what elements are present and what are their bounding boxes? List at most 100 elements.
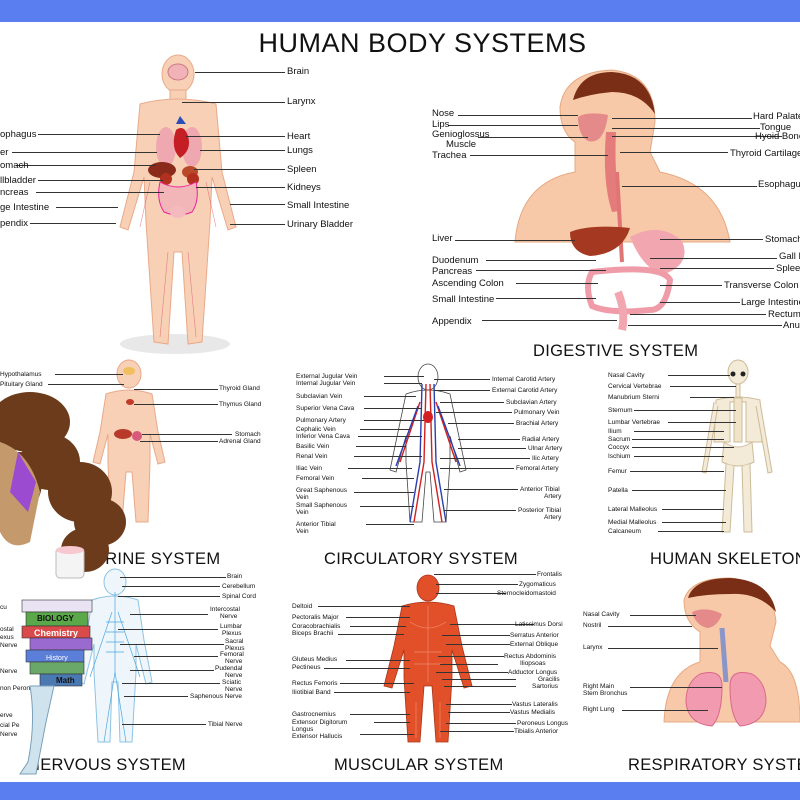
dig-label-trachea: Trachea [432, 150, 467, 161]
organ-label-small-intestine: Small Intestine [287, 200, 350, 211]
nerv-label-pudendal-2: Nerve [225, 672, 243, 679]
circ-label-renal: Renal Vein [296, 453, 328, 460]
dig-label-nose: Nose [432, 108, 455, 119]
musc-label-pectineus: Pectineus [292, 664, 321, 671]
organ-label-esophagus: ophagus [0, 129, 37, 140]
organ-label-lungs: Lungs [287, 145, 313, 156]
circ-label-great-saphenous: Great Saphenous [296, 487, 347, 494]
circ-label-inf-vena-cava: Inferior Vena Cava [296, 433, 350, 440]
organ-label-kidneys: Kidneys [287, 182, 321, 193]
skel-label-sternum: Sternum [608, 407, 633, 414]
musc-label-iliotibial: Iliotibial Band [292, 689, 331, 696]
skel-label-nasal-cavity: Nasal Cavity [608, 372, 645, 379]
musc-label-tibialis: Tibialis Anterior [514, 728, 559, 735]
resp-label-nostril: Nostril [583, 622, 602, 629]
circ-label-post-tibial-artery: Posterior Tibial [518, 507, 561, 514]
circ-label-ulnar: Ulnar Artery [528, 445, 563, 452]
musc-label-gracilis: Gracilis [538, 676, 560, 683]
dig-label-lips: Lips [432, 119, 450, 130]
circ-label-pulmonary-vein: Pulmonary Vein [514, 409, 560, 416]
musc-label-vastus-lat: Vastus Lateralis [512, 701, 558, 708]
nerv-label-sciatic-2: Nerve [225, 686, 243, 693]
nerv-label-left-0: cu [0, 604, 7, 611]
circ-label-ant-tibial-vein-2: Vein [296, 528, 309, 535]
circ-label-int-carotid: Internal Carotid Artery [492, 376, 556, 383]
nerv-label-intercostal: Intercostal [210, 606, 240, 613]
endocrine-title: CRINE SYSTEM [93, 550, 221, 568]
nerv-label-pudendal: Pudendal [215, 665, 243, 672]
nerv-label-lumbar: Lumbar [220, 623, 243, 630]
muscular-title: MUSCULAR SYSTEM [334, 756, 504, 774]
circ-label-cephalic: Cephalic Vein [296, 426, 336, 433]
organ-label-gallbladder: llbladder [0, 175, 36, 186]
dig-label-anus: Anus [783, 320, 800, 331]
musc-label-gluteus: Gluteus Medius [292, 656, 338, 663]
musc-label-gastrocnemius: Gastrocnemius [292, 711, 336, 718]
circ-label-ant-tibial-vein: Anterior Tibial [296, 521, 336, 528]
nerv-label-left-3: Nerve [0, 642, 18, 649]
resp-label-larynx: Larynx [583, 644, 603, 651]
dig-label-pancreas: Pancreas [432, 266, 473, 277]
skel-label-lateral-malleolus: Lateral Malleolus [608, 506, 658, 513]
nerv-label-sciatic: Sciatic [222, 679, 242, 686]
book-title-chemistry: Chemistry [34, 628, 79, 638]
dig-label-tongue: Tongue [760, 122, 792, 133]
nerv-label-left-6: erve [0, 712, 13, 719]
resp-label-right-lung: Right Lung [583, 706, 615, 713]
musc-label-ext-digitorum-2: Longus [292, 726, 314, 733]
nerv-label-cerebellum: Cerebellum [222, 583, 256, 590]
skel-label-calcaneum: Calcaneum [608, 528, 641, 535]
circ-label-pulmonary-artery: Pulmonary Artery [296, 417, 346, 424]
circulatory-title: CIRCULATORY SYSTEM [324, 550, 518, 568]
dig-label-appendix: Appendix [432, 316, 472, 327]
nerv-label-left-8: Nerve [0, 731, 18, 738]
dig-label-spleen: Spleen [776, 263, 800, 274]
circ-label-small-saphenous: Small Saphenous [296, 502, 347, 509]
musc-label-zygomaticus: Zygomaticus [519, 581, 556, 588]
dig-label-rectum: Rectum [768, 309, 800, 320]
circ-label-great-saphenous-2: Vein [296, 494, 309, 501]
skel-label-femur: Femur [608, 468, 627, 475]
respiratory-title: RESPIRATORY SYSTEM [628, 756, 800, 774]
organ-label-heart: Heart [287, 131, 311, 142]
musc-label-peroneus: Peroneus Longus [517, 720, 568, 727]
organ-label-urinary-bladder: Urinary Bladder [287, 219, 353, 230]
resp-label-right-main: Right Main [583, 683, 615, 690]
skel-label-medial-malleolus: Medial Malleolus [608, 519, 657, 526]
nerv-label-spinal-cord: Spinal Cord [222, 593, 256, 600]
resp-label-nasal-cavity: Nasal Cavity [583, 611, 620, 618]
organ-label-large-intestine: ge Intestine [0, 202, 50, 213]
circ-label-ant-tibial-artery: Anterior Tibial [520, 486, 560, 493]
dig-label-muscle: Muscle [446, 139, 477, 150]
dig-label-duodenum: Duodenum [432, 255, 479, 266]
nerv-label-left-4: Nerve [0, 668, 18, 675]
dig-label-thyroid-cartilage: Thyroid Cartilage [730, 148, 800, 159]
musc-label-sartorius: Sartorius [532, 683, 559, 690]
skel-label-ilium: Ilium [608, 428, 622, 435]
circ-label-ext-carotid: External Carotid Artery [492, 387, 558, 394]
organ-label-pancreas: ncreas [0, 187, 29, 198]
circ-label-ant-tibial-artery-2: Artery [544, 493, 562, 500]
skel-label-manubrium: Manubrium Sterni [608, 394, 660, 401]
dig-label-transverse-colon: Transverse Colon [724, 280, 799, 291]
dig-label-gall-bladder: Gall Bladder [779, 251, 800, 262]
nerv-label-brain: Brain [227, 573, 243, 580]
nerv-label-left-5: non Perone [0, 685, 34, 692]
dig-label-esophagus: Esophagus [758, 179, 800, 190]
skel-label-ischium: Ischium [608, 453, 631, 460]
nerv-label-sacral-2: Plexus [225, 645, 245, 652]
nerv-label-intercostal-2: Nerve [220, 613, 238, 620]
circ-label-int-jugular: Internal Jugular Vein [296, 380, 356, 387]
circ-label-post-tibial-artery-2: Artery [544, 514, 562, 521]
skel-label-patella: Patella [608, 487, 628, 494]
skel-label-lumbar: Lumbar Vertebrae [608, 419, 661, 426]
skeleton-title: HUMAN SKELETON [650, 550, 800, 568]
dig-label-large-intestine: Large Intestine [741, 297, 800, 308]
musc-label-ext-hallucis: Extensor Hallucis [292, 733, 343, 740]
organ-label-appendix: pendix [0, 218, 28, 229]
circ-label-brachial: Brachial Artery [516, 420, 559, 427]
musc-label-pectoralis: Pectoralis Major [292, 614, 339, 621]
circ-label-femoral-vein: Femoral Vein [296, 475, 335, 482]
musc-label-ext-digitorum: Extensor Digitorum [292, 719, 348, 726]
nervous-title: NERVOUS SYSTEM [28, 756, 186, 774]
